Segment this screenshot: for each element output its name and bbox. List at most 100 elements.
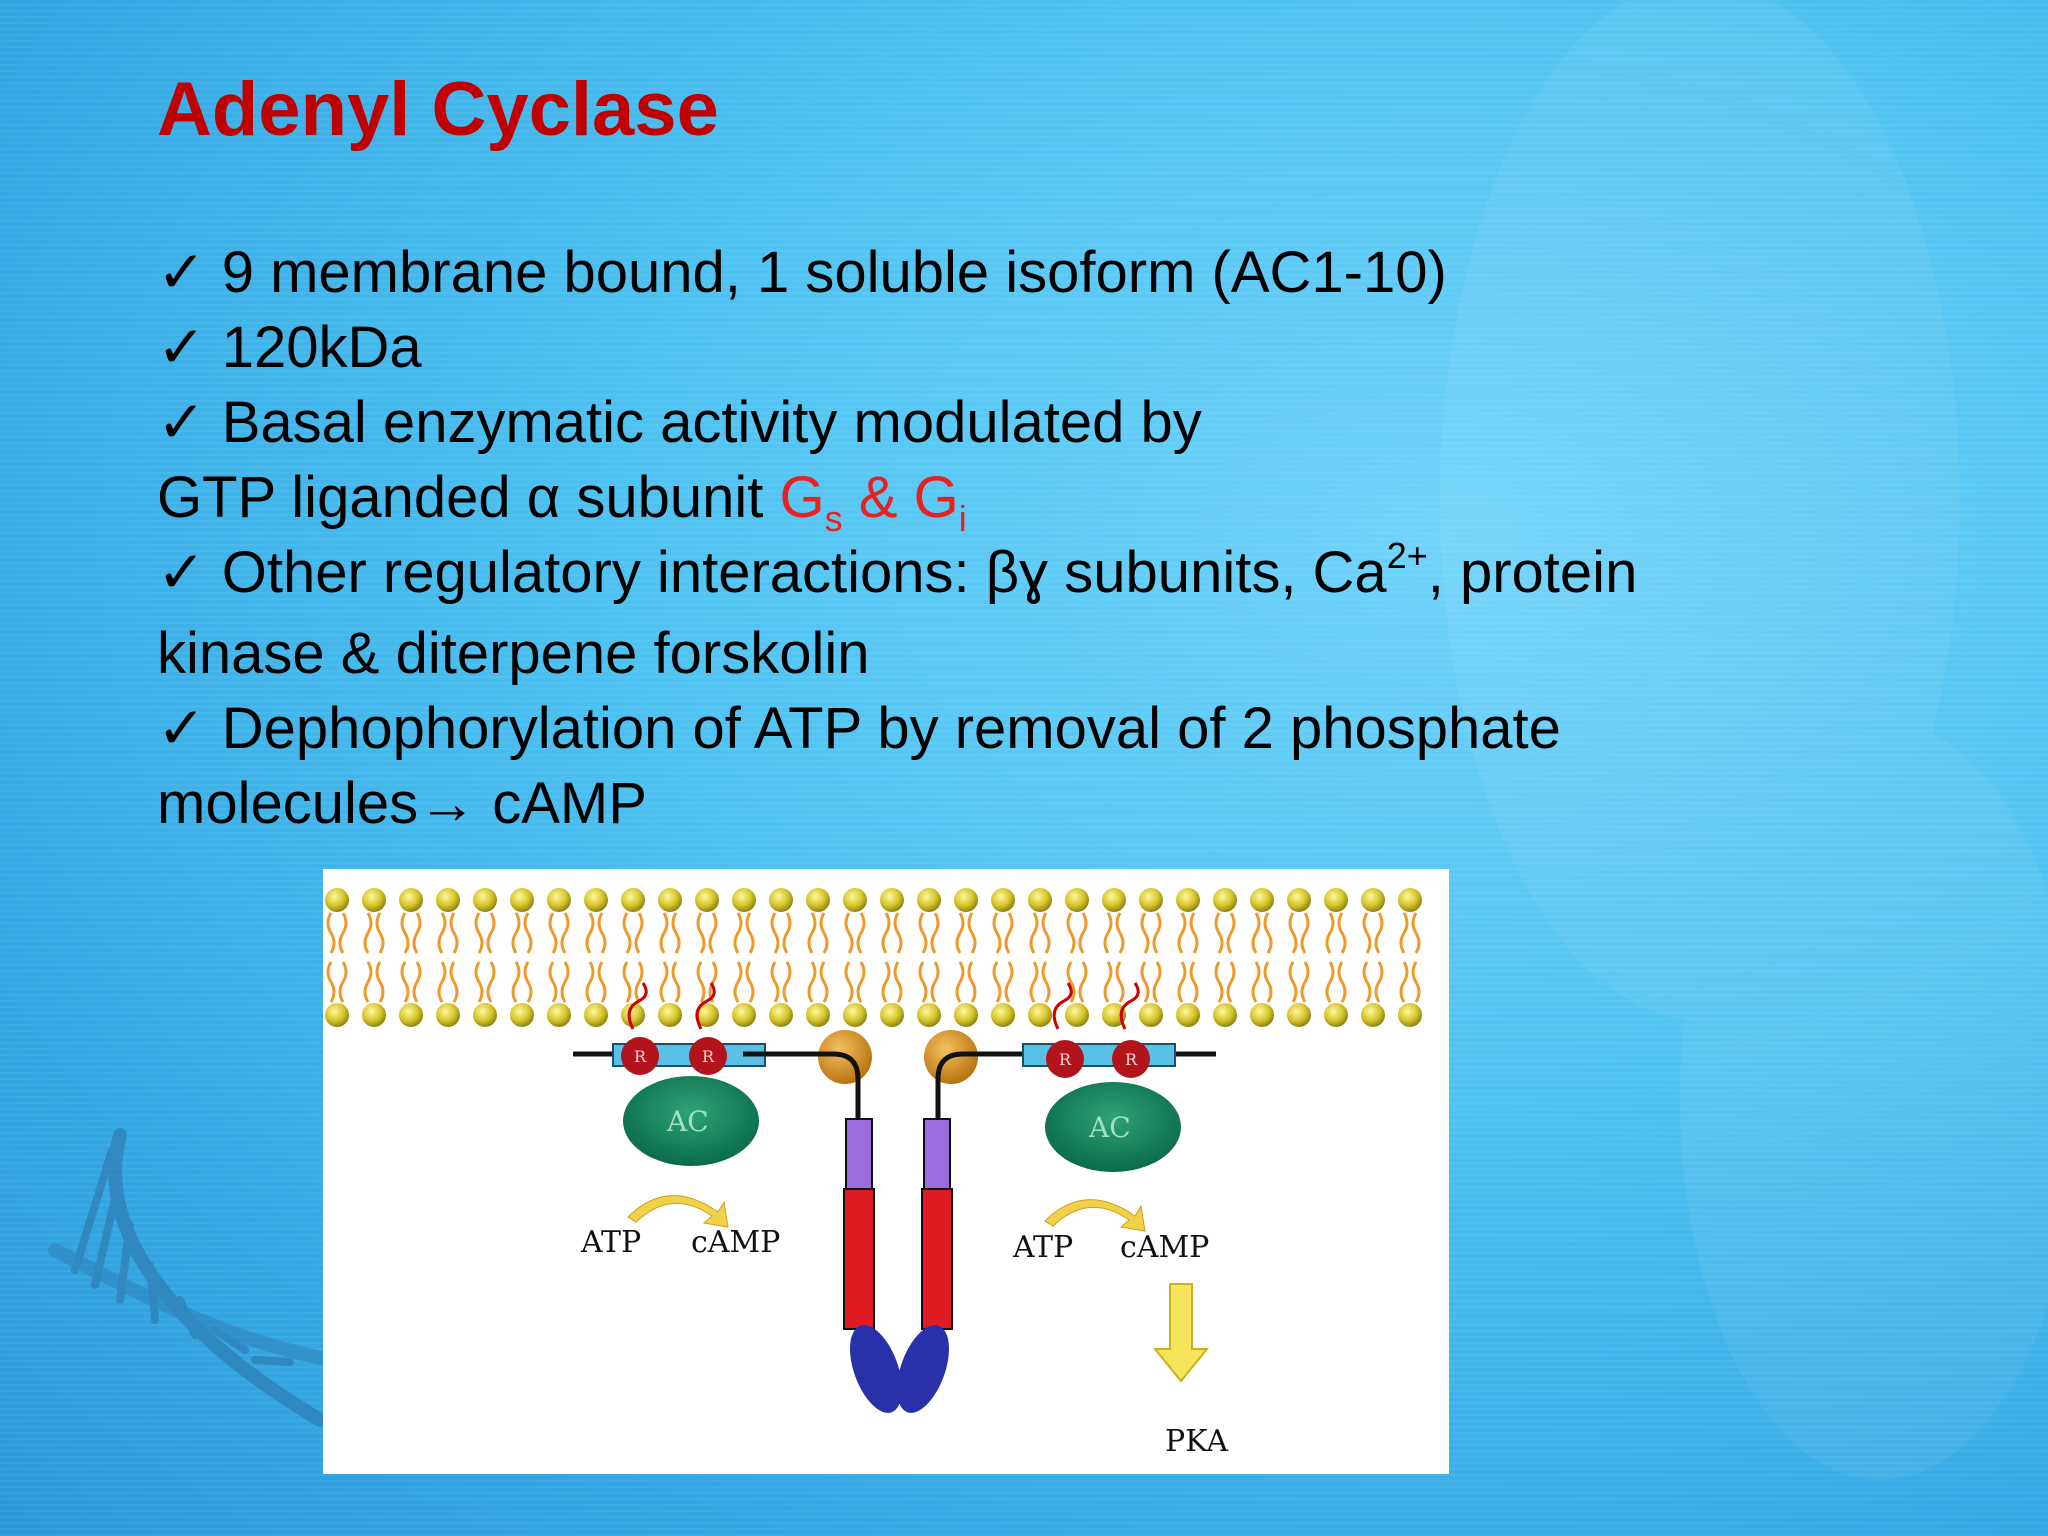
- camp-label: cAMP: [1120, 1230, 1209, 1265]
- lipid-tail: [1029, 961, 1039, 1003]
- lipid-tail: [967, 961, 977, 1003]
- adenyl-cyclase-diagram: R R AC ATP cAMP: [323, 869, 1449, 1474]
- atp-label: ATP: [580, 1225, 641, 1260]
- lipid-tail: [955, 961, 965, 1003]
- lipid-tail: [1214, 912, 1224, 954]
- lipid-tail: [659, 912, 669, 954]
- lipid-head: [917, 1003, 941, 1027]
- lipid-head: [1398, 1003, 1422, 1027]
- lipid-tail: [326, 912, 336, 954]
- lipid-tail: [881, 912, 891, 954]
- lipid-tail: [733, 912, 743, 954]
- lipid-head: [991, 888, 1015, 912]
- lipid-tail: [1300, 961, 1310, 1003]
- lipid-tail: [708, 912, 718, 954]
- lipid-head: [769, 888, 793, 912]
- lipid-tail: [622, 912, 632, 954]
- bullet-text: 9 membrane bound, 1 soluble isoform (AC1…: [221, 240, 1447, 305]
- bullet-text: molecules→ cAMP: [157, 771, 647, 836]
- lipid-head: [473, 888, 497, 912]
- pka-label: PKA: [1165, 1424, 1228, 1459]
- lipid-head: [769, 1003, 793, 1027]
- lipid-tail: [511, 912, 521, 954]
- lipid-tail: [1004, 961, 1014, 1003]
- lipid-bilayer: [325, 888, 1422, 1027]
- lipid-tail: [338, 912, 348, 954]
- lipid-tail: [1300, 912, 1310, 954]
- bullet-text: Dephophorylation of ATP by removal of 2 …: [221, 696, 1561, 761]
- lipid-tail: [696, 912, 706, 954]
- down-arrow-icon: [1152, 1283, 1210, 1383]
- lipid-tail: [1325, 912, 1335, 954]
- lipid-heads-outer: [325, 888, 1422, 912]
- lipid-tail: [338, 961, 348, 1003]
- lipid-head: [1287, 888, 1311, 912]
- lipid-tail: [782, 961, 792, 1003]
- lipid-tail: [1140, 912, 1150, 954]
- lipid-tail: [659, 961, 669, 1003]
- lipid-head: [806, 888, 830, 912]
- r-label: R: [634, 1047, 647, 1066]
- lipid-head: [732, 1003, 756, 1027]
- lipid-tail: [474, 912, 484, 954]
- lipid-head: [1361, 1003, 1385, 1027]
- lipid-head: [917, 888, 941, 912]
- lipid-head: [621, 1003, 645, 1027]
- lipid-tail: [671, 912, 681, 954]
- lipid-head: [1324, 888, 1348, 912]
- lipid-tail: [560, 912, 570, 954]
- slide-title: Adenyl Cyclase: [157, 67, 719, 152]
- lipid-head: [1176, 1003, 1200, 1027]
- bullet-dephosphorylation-cont: molecules→ cAMP: [157, 766, 1997, 841]
- lipid-head: [1102, 1003, 1126, 1027]
- lipid-head: [991, 1003, 1015, 1027]
- lipid-tail: [326, 961, 336, 1003]
- bullet-regulatory-cont: kinase & diterpene forskolin: [157, 616, 1997, 691]
- lipid-head: [1139, 1003, 1163, 1027]
- lipid-tail: [770, 912, 780, 954]
- lipid-tail: [412, 961, 422, 1003]
- ampersand: &: [842, 465, 914, 530]
- lipid-tail: [1226, 961, 1236, 1003]
- lipid-head: [843, 1003, 867, 1027]
- lipid-tail: [1152, 961, 1162, 1003]
- lipid-tail: [745, 961, 755, 1003]
- lipid-tail: [1189, 961, 1199, 1003]
- lipid-tail: [585, 912, 595, 954]
- g-letter: G: [913, 465, 959, 530]
- right-ac-complex: R R AC ATP cAMP PKA: [1012, 982, 1228, 1459]
- lipid-head: [1028, 1003, 1052, 1027]
- lipid-head: [732, 888, 756, 912]
- lipid-tail: [1374, 912, 1384, 954]
- lipid-tail: [918, 912, 928, 954]
- lipid-tail: [400, 961, 410, 1003]
- lipid-head: [954, 1003, 978, 1027]
- lipid-tail: [1041, 961, 1051, 1003]
- lipid-head: [399, 888, 423, 912]
- lipid-head: [547, 1003, 571, 1027]
- lipid-head: [362, 888, 386, 912]
- lipid-tail: [634, 961, 644, 1003]
- lipid-tail: [437, 912, 447, 954]
- lipid-head: [658, 888, 682, 912]
- lipid-head: [1102, 888, 1126, 912]
- bullet-text: GTP liganded α subunit: [157, 465, 780, 530]
- lipid-tail: [474, 961, 484, 1003]
- lipid-tail: [807, 961, 817, 1003]
- r-label: R: [702, 1047, 715, 1066]
- lipid-tail: [1399, 912, 1409, 954]
- bullet-list: ✓ 9 membrane bound, 1 soluble isoform (A…: [157, 235, 1997, 841]
- check-icon: ✓: [157, 315, 206, 380]
- lipid-tail: [930, 961, 940, 1003]
- lipid-head: [325, 1003, 349, 1027]
- lipid-tail: [622, 961, 632, 1003]
- lipid-head: [1139, 888, 1163, 912]
- bullet-text: , protein: [1427, 540, 1638, 605]
- lipid-tail: [363, 912, 373, 954]
- lipid-tail: [696, 961, 706, 1003]
- lipid-tail: [1078, 961, 1088, 1003]
- check-icon: ✓: [157, 240, 206, 305]
- lipid-tail: [1189, 912, 1199, 954]
- check-icon: ✓: [157, 390, 206, 455]
